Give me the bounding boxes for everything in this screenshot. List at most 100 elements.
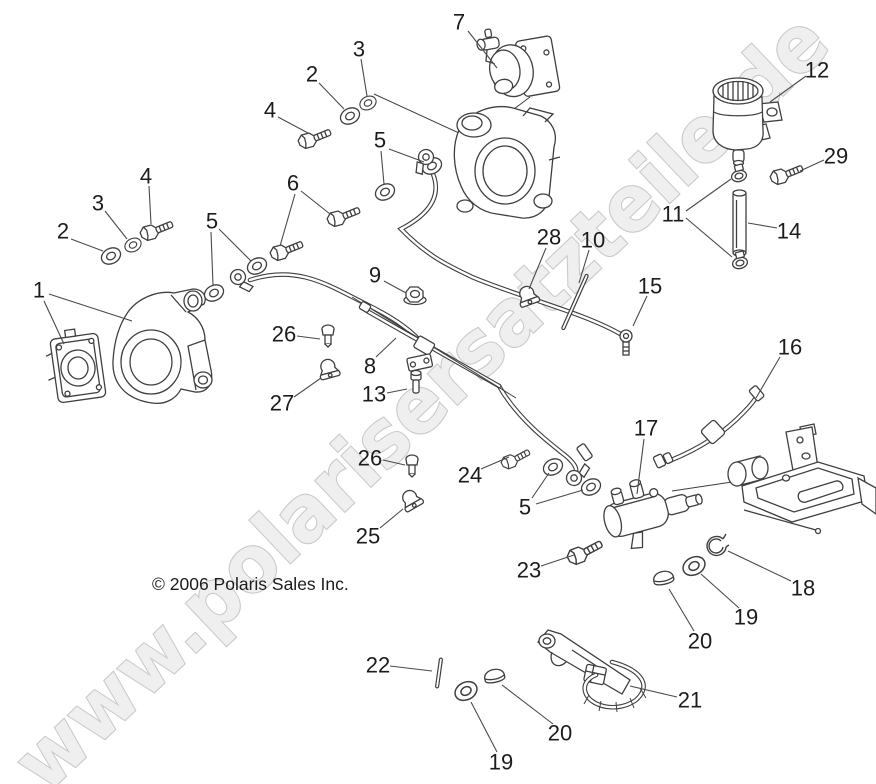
- callout-22: 22: [366, 653, 390, 678]
- leader-line-19: [470, 701, 498, 753]
- callout-3: 3: [92, 191, 104, 216]
- leader-line-13: [386, 388, 408, 394]
- callout-10: 10: [581, 228, 605, 253]
- callout-20: 20: [688, 629, 712, 654]
- bolt-6: [325, 201, 363, 230]
- washer-3: [121, 234, 145, 256]
- callout-19: 19: [489, 750, 513, 775]
- caliper-mount-flange: [45, 328, 107, 404]
- callout-14: 14: [777, 219, 801, 244]
- cap-20: [482, 666, 507, 685]
- callout-26: 26: [358, 446, 382, 471]
- leader-line-24: [480, 456, 510, 470]
- leader-line-6: [279, 193, 296, 247]
- bolt-6: [268, 235, 306, 264]
- leader-line-21: [629, 685, 678, 698]
- leader-line-16: [755, 356, 781, 399]
- callout-17: 17: [634, 416, 658, 441]
- leader-line-25: [379, 508, 404, 529]
- washer-2: [97, 243, 125, 269]
- leader-line-5: [218, 228, 252, 262]
- callout-2: 2: [57, 219, 69, 244]
- brake-hose-21: [582, 659, 647, 713]
- washer-5: [371, 179, 399, 205]
- leader-line-28: [528, 247, 547, 290]
- callout-7: 7: [453, 10, 465, 35]
- leader-line-12: [769, 75, 807, 103]
- leader-line-11: [685, 217, 733, 258]
- leader-line-5: [380, 150, 385, 185]
- callout-19: 19: [734, 605, 758, 630]
- bolt-4: [296, 123, 334, 152]
- leader-line-5: [388, 148, 425, 163]
- cap-20: [651, 568, 676, 587]
- leader-line-8: [375, 337, 397, 358]
- leader-line-26: [382, 459, 406, 466]
- brake-line-8: [351, 296, 517, 399]
- leader-line-1: [48, 293, 133, 322]
- callout-6: 6: [287, 171, 299, 196]
- callout-21: 21: [678, 688, 702, 713]
- washer-5: [539, 454, 567, 480]
- washer-2: [336, 103, 364, 129]
- leader-line-4: [148, 185, 152, 225]
- bolt-13: [410, 369, 422, 394]
- callout-4: 4: [140, 164, 152, 189]
- leader-line-5: [535, 489, 584, 505]
- bolt-29: [768, 159, 806, 188]
- fitting-15: [619, 329, 633, 356]
- leader-line-26: [296, 335, 321, 340]
- leader-line-15: [632, 295, 648, 327]
- brake-caliper-body: [453, 106, 561, 219]
- line-clamp-bracket: [406, 353, 434, 372]
- pedal-arm: [537, 629, 631, 695]
- leader-line-22: [389, 665, 433, 672]
- callout-3: 3: [353, 37, 365, 62]
- leader-line-11: [685, 178, 732, 212]
- callout-20: 20: [548, 721, 572, 746]
- leader-line-18: [727, 550, 792, 582]
- clip-18: [706, 533, 730, 557]
- master-cylinder-reservoir: [712, 77, 783, 167]
- callout-13: 13: [362, 382, 386, 407]
- leader-line-2: [318, 82, 345, 110]
- callout-15: 15: [638, 274, 662, 299]
- washer-3: [356, 92, 380, 114]
- leader-line-5: [210, 231, 214, 286]
- callout-4: 4: [264, 98, 276, 123]
- leader-line-17: [636, 438, 645, 495]
- callout-23: 23: [517, 558, 541, 583]
- leader-line-1: [43, 300, 65, 345]
- leader-line-6: [300, 190, 331, 215]
- callout-26: 26: [272, 322, 296, 347]
- reservoir-tube: [732, 189, 747, 257]
- leader-line-3: [104, 210, 128, 240]
- callout-2: 2: [306, 62, 318, 87]
- leader-line-14: [747, 222, 778, 229]
- copyright-text: © 2006 Polaris Sales Inc.: [152, 574, 349, 594]
- leader-line-3: [360, 58, 368, 97]
- leader-line-4: [277, 116, 309, 134]
- wheel-carrier-bracket: [112, 288, 213, 405]
- leader-line-10: [578, 249, 590, 284]
- callout-leader-lines: [43, 30, 825, 753]
- callout-5: 5: [206, 209, 218, 234]
- washer-19: [450, 677, 482, 705]
- brake-pedal-mount: [727, 423, 876, 535]
- hose-16-fittings: [652, 385, 765, 469]
- leader-line-7: [467, 30, 498, 69]
- leader-line-20: [668, 588, 695, 632]
- brake-caliper-assembly: [476, 28, 561, 98]
- leader-line-20: [501, 684, 554, 725]
- washer-5: [577, 474, 605, 500]
- nut-9: [403, 286, 427, 306]
- callout-29: 29: [824, 144, 848, 169]
- diagram-line-art: [45, 28, 876, 713]
- leader-line-29: [799, 159, 825, 172]
- hose-coupler: [576, 443, 593, 462]
- callout-27: 27: [270, 391, 294, 416]
- clamp-25: [396, 485, 425, 514]
